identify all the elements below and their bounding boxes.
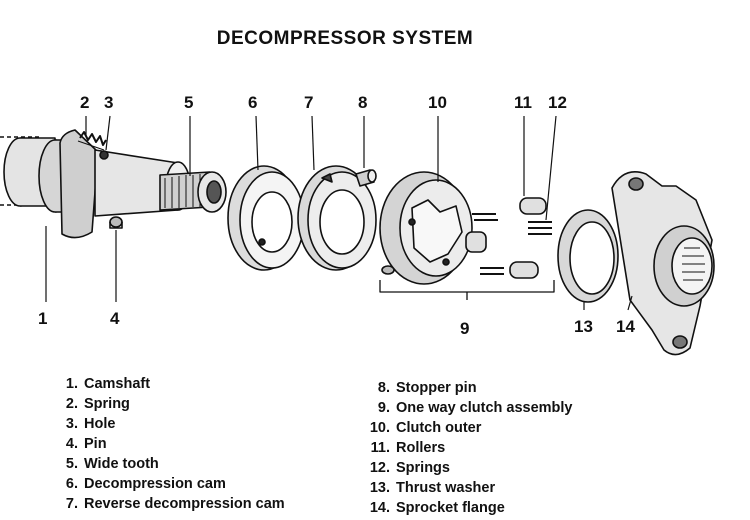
legend-label: Thrust washer [396, 480, 496, 496]
callout-5: 5 [184, 93, 193, 112]
callout-14: 14 [616, 317, 635, 336]
callout-1: 1 [38, 309, 47, 328]
legend-num: 9. [377, 400, 390, 416]
legend-num: 3. [65, 416, 78, 432]
legend-right: 8.Stopper pin 9.One way clutch assembly … [362, 378, 573, 518]
legend-item: 9. One way clutch assembly [362, 398, 573, 418]
legend-label: Hole [84, 416, 116, 432]
callout-7: 7 [304, 93, 313, 112]
leader-lines [45, 115, 633, 311]
callout-9: 9 [460, 319, 469, 338]
thrust-washer [557, 209, 619, 303]
reverse-decompression-cam [297, 165, 377, 271]
legend-label: Wide tooth [84, 456, 159, 472]
legend-label: Rollers [396, 440, 446, 456]
legend-num: 4. [65, 436, 78, 452]
legend-item: 14. Sprocket flange [362, 498, 573, 518]
legend-num: 6. [65, 476, 78, 492]
springs [472, 213, 552, 275]
spring [77, 131, 107, 151]
diagram-title: DECOMPRESSOR SYSTEM [216, 28, 474, 49]
legend-label: Decompression cam [84, 476, 226, 492]
legend-item: 1. Camshaft [58, 374, 285, 394]
legend-label: Camshaft [84, 376, 151, 392]
callout-2: 2 [80, 93, 89, 112]
pin [109, 216, 123, 229]
callout-8: 8 [358, 93, 367, 112]
callout-10: 10 [428, 93, 447, 112]
legend-num: 10. [369, 420, 390, 436]
legend-item: 6. Decompression cam [58, 474, 285, 494]
legend-item: 8. Stopper pin [362, 378, 573, 398]
callout-3: 3 [104, 93, 113, 112]
callout-12: 12 [548, 93, 567, 112]
legend-num: 12. [369, 460, 390, 476]
legend-label: Sprocket flange [396, 500, 505, 516]
legend-num: 11. [370, 440, 390, 456]
legend-item: 11. Rollers [362, 438, 573, 458]
legend-label: Stopper pin [396, 380, 477, 396]
legend-num: 7. [65, 496, 78, 512]
legend-item: 12. Springs [362, 458, 573, 478]
legend-label: Clutch outer [396, 420, 482, 436]
exploded-view-diagram: 1 2 3 4 5 6 7 8 9 10 11 12 13 14 [0, 93, 715, 356]
callout-13: 13 [574, 317, 593, 336]
legend-item: 13. Thrust washer [362, 478, 573, 498]
legend-num: 5. [65, 456, 78, 472]
clutch-outer [379, 171, 473, 285]
hole [99, 150, 109, 160]
rollers [465, 197, 547, 279]
legend-num: 2. [65, 396, 78, 412]
legend-num: 14. [369, 500, 390, 516]
callout-11: 11 [514, 93, 532, 112]
legend-num: 1. [65, 376, 78, 392]
legend-item: 2. Spring [58, 394, 285, 414]
legend-item: 5. Wide tooth [58, 454, 285, 474]
legend-item: 10. Clutch outer [362, 418, 573, 438]
spline-wide-tooth [159, 171, 227, 213]
legend-label: One way clutch assembly [396, 400, 573, 416]
callout-4: 4 [110, 309, 120, 328]
legend-label: Springs [396, 460, 450, 476]
legend-label: Spring [84, 396, 130, 412]
legend-item: 4. Pin [58, 434, 285, 454]
stopper-pin [355, 169, 377, 187]
decompression-cam [227, 165, 305, 271]
legend-label: Pin [84, 436, 107, 452]
legend-label: Reverse decompression cam [84, 496, 285, 512]
legend-left: 1. Camshaft 2. Spring 3. Hole 4. Pin 5. Wide … [58, 374, 285, 514]
legend-item: 3. Hole [58, 414, 285, 434]
legend-num: 8. [377, 380, 390, 396]
sprocket-flange [611, 171, 715, 356]
legend-num: 13. [369, 480, 390, 496]
callout-6: 6 [248, 93, 257, 112]
clutch-assembly-bracket [379, 280, 555, 300]
legend-item: 7. Reverse decompression cam [58, 494, 285, 514]
